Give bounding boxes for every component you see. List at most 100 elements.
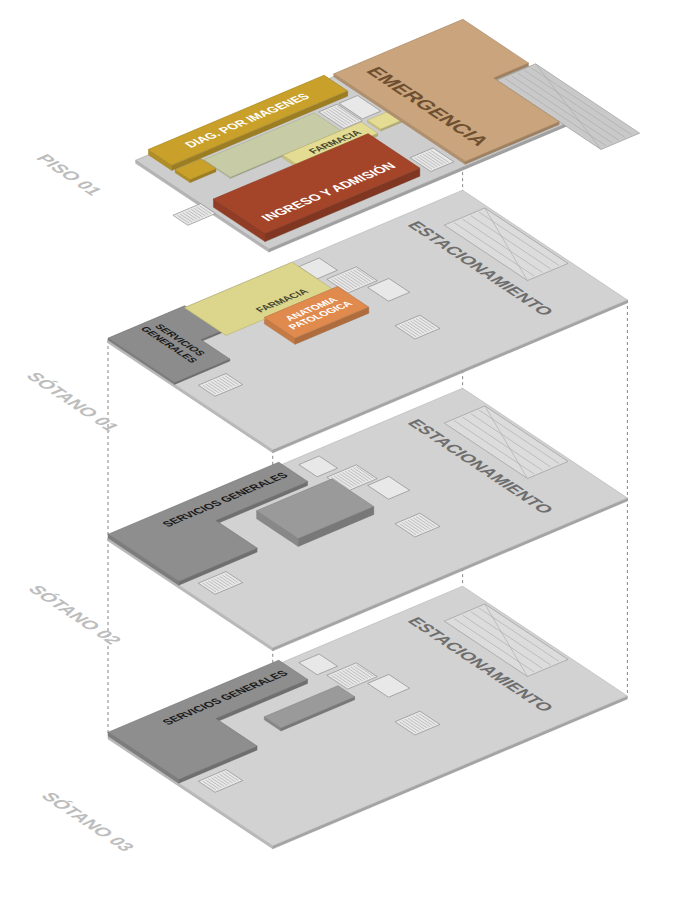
stair-line [345, 273, 362, 285]
stair-line [408, 520, 425, 531]
stair-line [348, 668, 365, 680]
zone-fill [213, 134, 419, 234]
stair-line [356, 665, 373, 677]
stair-line [180, 214, 192, 222]
stair-line [353, 666, 370, 678]
stair-line [410, 519, 427, 530]
stair-line [225, 376, 238, 385]
zone-label: SERVICIOS GENERALES [160, 669, 291, 727]
core-room [395, 711, 440, 735]
floor-label-frame: SÓTANO 03 [36, 790, 139, 854]
stair-line [399, 524, 416, 535]
stair-line [353, 468, 370, 480]
stair-line [405, 719, 422, 730]
ramp-line [479, 410, 559, 463]
zone-fill [108, 660, 349, 779]
stair-line [353, 270, 370, 282]
stair-line [186, 212, 198, 220]
stair-line [410, 717, 427, 728]
core-room [395, 315, 440, 339]
core-room [368, 674, 410, 697]
ramp-line [479, 608, 559, 661]
stair-line [351, 469, 368, 481]
ramp [444, 604, 568, 677]
stair-line [340, 474, 357, 486]
floor-layer: ESTACIONAMIENTOSERVICIOS GENERALES [108, 586, 627, 846]
stair-line [402, 522, 419, 533]
stair-line [419, 515, 436, 526]
ramp-line [479, 212, 559, 265]
floor-label: SÓTANO 01 [21, 370, 124, 434]
stair-line [329, 110, 351, 124]
floor-label-frame: SÓTANO 01 [21, 370, 124, 434]
stair-line [428, 152, 445, 164]
stair-line [177, 215, 189, 223]
floor-label: PISO 01 [31, 152, 107, 198]
stair-line [399, 722, 416, 733]
stair-line [194, 208, 206, 216]
stair-line [405, 521, 422, 532]
core-room [198, 770, 242, 793]
stair-line [351, 271, 368, 283]
stair-line [426, 153, 443, 165]
stair-line [416, 715, 433, 726]
stair-line [413, 320, 430, 331]
ramp [444, 406, 568, 479]
floor-label: SÓTANO 03 [36, 790, 139, 854]
stair-line [402, 324, 419, 335]
stair-line [340, 672, 357, 684]
stair-line [399, 326, 416, 337]
stair-line [334, 674, 351, 686]
stair-line [419, 317, 436, 328]
stair-line [356, 269, 373, 281]
stair-line [348, 470, 365, 482]
stair-line [405, 323, 422, 334]
stair-line [342, 473, 359, 485]
stair-line [331, 675, 348, 687]
stair-line [225, 772, 238, 781]
stair-line [416, 319, 433, 330]
stair-line [225, 574, 238, 583]
stair-line [326, 111, 348, 125]
floor-label-frame: PISO 01 [31, 152, 107, 198]
floor-label-frame: SÓTANO 02 [23, 583, 126, 647]
stair-line [431, 151, 448, 163]
core-room [299, 456, 338, 477]
stair-line [342, 275, 359, 287]
stair-line [340, 276, 357, 288]
stair-line [183, 213, 195, 221]
stair-line [416, 517, 433, 528]
core-room [368, 278, 410, 301]
ramp-line [444, 208, 568, 281]
floor-layer: ESTACIONAMIENTOSERVICIOS GENERALESFARMAC… [108, 190, 627, 450]
stair-line [420, 155, 437, 167]
floor-layer: EMERGENCIADIAG. POR IMAGENESFARMACIAINGR… [108, 22, 627, 282]
stair-line [417, 156, 434, 168]
core-room [173, 204, 216, 226]
zone-fill [108, 190, 627, 450]
stair-line [356, 467, 373, 479]
ramp-line [444, 406, 568, 479]
floor-label: SÓTANO 02 [23, 583, 126, 647]
core-room [368, 476, 410, 499]
stair-line [348, 272, 365, 284]
ramp-line [444, 604, 568, 677]
core-room [299, 654, 338, 675]
zone-fill [108, 388, 627, 648]
stair-line [323, 112, 345, 126]
stair-line [423, 154, 440, 166]
stair-line [345, 669, 362, 681]
core-room [198, 374, 242, 397]
zone-fill [264, 287, 368, 339]
core-room [198, 572, 242, 595]
stair-line [199, 206, 211, 214]
stair-line [419, 713, 436, 724]
zone-fill [108, 462, 349, 581]
stair-line [342, 671, 359, 683]
stair-line [408, 322, 425, 333]
zone-fill [108, 586, 627, 846]
stair-line [197, 207, 209, 215]
stair-line [413, 518, 430, 529]
stair-line [351, 667, 368, 679]
